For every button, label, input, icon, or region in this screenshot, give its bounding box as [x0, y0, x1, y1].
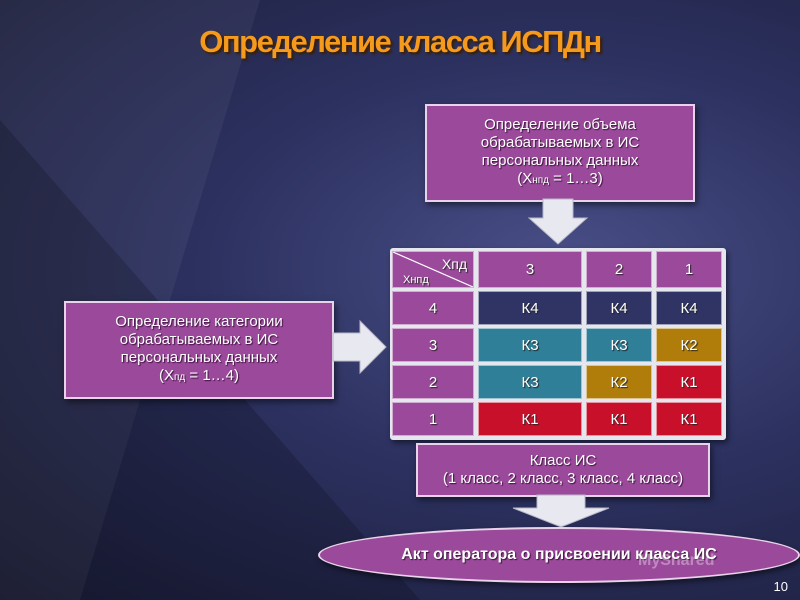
volume-formula: (Xнпд = 1…3): [517, 170, 603, 187]
table-cell: К3: [478, 328, 582, 362]
down-arrow-icon: [527, 198, 589, 245]
col-header-3: 3: [478, 251, 582, 288]
category-definition-box: Определение категории обрабатываемых в И…: [64, 301, 334, 399]
table-cell: К1: [656, 402, 722, 436]
col-header-1: 1: [656, 251, 722, 288]
volume-line-2: обрабатываемых в ИС: [480, 134, 640, 151]
class-line-1: Класс ИС: [529, 452, 597, 469]
table-cell: К3: [478, 365, 582, 399]
class-line-2: (1 класс, 2 класс, 3 класс, 4 класс): [442, 470, 684, 487]
table-cell: К1: [656, 365, 722, 399]
volume-line-3: персональных данных: [481, 152, 639, 169]
class-result-box: Класс ИС (1 класс, 2 класс, 3 класс, 4 к…: [416, 443, 710, 497]
table-cell: К4: [478, 291, 582, 325]
table-cell: К1: [586, 402, 652, 436]
table-corner: Xпд Xнпд: [392, 251, 474, 288]
row-header-4: 4: [392, 291, 474, 325]
table-cell: К2: [586, 365, 652, 399]
row-header-2: 2: [392, 365, 474, 399]
category-formula: (Xпд = 1…4): [158, 367, 240, 384]
watermark: MyShared: [638, 552, 715, 569]
col-header-2: 2: [586, 251, 652, 288]
corner-diagonal: [393, 252, 473, 287]
right-arrow-icon: [332, 319, 387, 375]
table-cell: К1: [478, 402, 582, 436]
table-cell: К4: [656, 291, 722, 325]
page-title: Определение класса ИСПДн: [199, 24, 602, 59]
row-header-3: 3: [392, 328, 474, 362]
volume-line-1: Определение объема: [484, 116, 636, 133]
down-arrow-icon: [512, 494, 610, 528]
table-cell: К3: [586, 328, 652, 362]
table-cell: К2: [656, 328, 722, 362]
corner-label-xnpd: Xнпд: [403, 274, 429, 286]
page-number: 10: [773, 579, 788, 594]
table-cell: К4: [586, 291, 652, 325]
operator-act-oval: Акт оператора о присвоении класса ИС: [318, 527, 800, 583]
row-header-1: 1: [392, 402, 474, 436]
corner-label-xpd: Xпд: [441, 256, 467, 272]
category-line-3: персональных данных: [120, 349, 278, 366]
category-line-2: обрабатываемых в ИС: [119, 331, 279, 348]
classification-table: Xпд Xнпд 3 2 1 4 К4 К4 К4 3 К3 К3 К2 2 К…: [390, 248, 726, 440]
volume-definition-box: Определение объема обрабатываемых в ИС п…: [425, 104, 695, 202]
category-line-1: Определение категории: [115, 313, 283, 330]
